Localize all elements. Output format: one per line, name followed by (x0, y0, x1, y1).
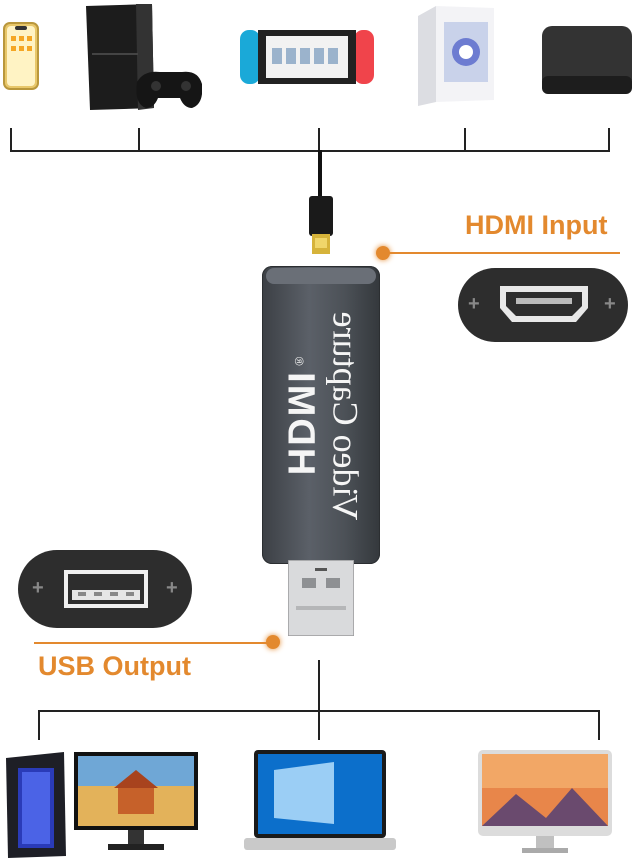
phone-icon (3, 22, 39, 90)
top-drop-4 (464, 128, 466, 152)
bottom-drop-1 (38, 710, 40, 740)
usb-pointer-line (34, 642, 274, 644)
usb-pointer-dot (266, 635, 280, 649)
screw-right-icon: + (604, 293, 616, 315)
top-drop-1 (10, 128, 12, 152)
usb-plug (287, 559, 355, 637)
device-body (262, 266, 380, 564)
top-drop-2 (138, 128, 140, 152)
hdmi-pointer-line (384, 252, 620, 254)
top-drop-5 (608, 128, 610, 152)
top-bus-line (10, 150, 610, 152)
desktop-pc-with-monitor-icon (4, 738, 200, 859)
hdmi-cable (318, 150, 322, 200)
hdmi-port-icon (500, 286, 588, 322)
tv-box-icon (540, 24, 634, 96)
bottom-stem-line (318, 660, 320, 712)
laptop-icon (244, 748, 396, 854)
usb-port-diagram: + + (18, 550, 192, 628)
hdmi-input-label: HDMI Input (465, 210, 608, 240)
device-brand-text: HDMI (279, 370, 322, 476)
screw-right-icon: + (166, 577, 178, 599)
device-product-text: Video Capture (325, 311, 366, 521)
bottom-drop-2 (318, 710, 320, 740)
desktop-pc-icon (414, 2, 500, 108)
device-top-cap (266, 268, 376, 284)
usb-output-label: USB Output (38, 651, 191, 681)
registered-mark: ® (291, 356, 306, 366)
bottom-drop-3 (598, 710, 600, 740)
screw-left-icon: + (32, 577, 44, 599)
game-console-icon (82, 4, 203, 114)
usb-port-icon (64, 570, 148, 608)
hdmi-pointer-dot (376, 246, 390, 260)
hdmi-plug (306, 196, 336, 258)
handheld-console-icon (240, 28, 374, 86)
hdmi-port-diagram: + + (458, 268, 628, 342)
imac-monitor-icon (476, 748, 614, 856)
screw-left-icon: + (468, 293, 480, 315)
top-drop-3 (318, 128, 320, 152)
video-capture-device: Video Capture HDMI ® (262, 266, 380, 566)
